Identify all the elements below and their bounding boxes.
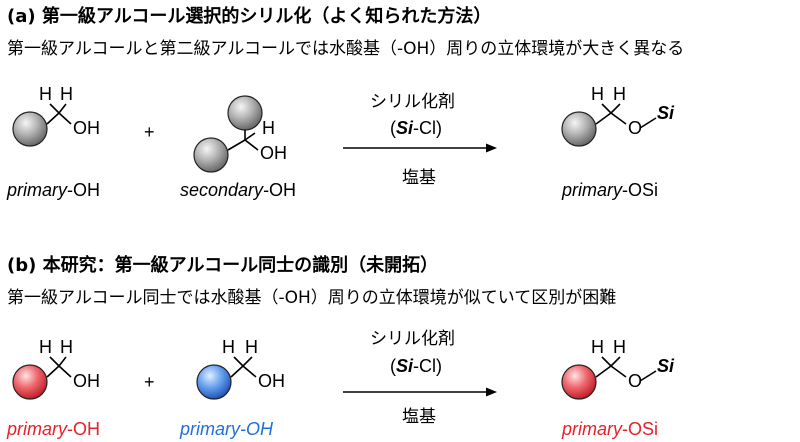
section-b-subtitle: 第一級アルコール同士では水酸基（-OH）周りの立体環境が似ていて区別が困難 xyxy=(7,288,617,308)
reactant2-a-oh: OH xyxy=(260,143,287,163)
product-a-h1: H xyxy=(591,84,604,104)
product-sphere-b xyxy=(561,364,597,400)
reagent-a-bottom: 塩基 xyxy=(402,168,436,188)
product-sphere-a xyxy=(561,111,597,147)
reactant1-b-h2: H xyxy=(60,337,73,357)
reagent-b-si: Si xyxy=(396,356,414,376)
product-a-o: O xyxy=(628,118,643,138)
section-b-label: (b) xyxy=(7,255,37,276)
product-bonds-a xyxy=(595,103,657,129)
reagent-a-paren: ( xyxy=(390,118,396,138)
reactant2-b-h1: H xyxy=(222,337,235,357)
reactant2-b-oh: OH xyxy=(258,371,285,391)
reactant2-a-label-suffix: -OH xyxy=(263,180,297,200)
reactant2-sphere-top-a xyxy=(227,95,263,131)
reactant2-bonds-b xyxy=(230,356,257,378)
reactant1-bonds-a xyxy=(46,103,72,125)
section-b-title: 本研究：第一級アルコール同士の識別（未開拓） xyxy=(42,255,439,276)
section-a-label: (a) xyxy=(7,6,36,27)
reagent-b-cl: -Cl) xyxy=(413,356,443,376)
section-a-heading: (a) 第一級アルコール選択的シリル化（よく知られた方法） xyxy=(7,2,491,28)
product-b-label-suffix: -OSi xyxy=(622,419,659,439)
reactant1-a-oh: OH xyxy=(73,118,100,138)
section-a-subtitle: 第一級アルコールと第二級アルコールでは水酸基（-OH）周りの立体環境が大きく異な… xyxy=(7,39,685,59)
product-b-h1: H xyxy=(591,337,604,357)
product-a-si: Si xyxy=(657,103,675,123)
reagent-b-bottom: 塩基 xyxy=(402,407,436,427)
plus-sign-a: + xyxy=(144,122,155,142)
reactant1-bonds-b xyxy=(46,356,72,378)
reactant1-a-label-italic: primary xyxy=(7,180,68,200)
product-a-label-italic: primary xyxy=(562,180,623,200)
reaction-arrow-a xyxy=(343,143,497,153)
reactant1-a-label-suffix: -OH xyxy=(67,180,101,200)
product-bonds-b xyxy=(595,356,657,382)
reactant1-sphere-a xyxy=(12,111,48,147)
reactant2-sphere-bottom-a xyxy=(193,137,229,173)
reactant1-b-label: primary-OH xyxy=(7,419,100,440)
product-b-o: O xyxy=(628,371,643,391)
reactant1-sphere-b xyxy=(12,364,48,400)
reagent-a-si: Si xyxy=(396,118,414,138)
product-b-label: primary-OSi xyxy=(562,419,658,440)
product-a-label: primary-OSi xyxy=(562,180,658,201)
reactant2-sphere-b xyxy=(196,364,232,400)
reactant2-a-label: secondary-OH xyxy=(180,180,296,201)
reactant2-b-h2: H xyxy=(245,337,258,357)
reactant1-b-oh: OH xyxy=(73,371,100,391)
reactant1-b-h1: H xyxy=(39,337,52,357)
reactant2-a-label-italic: secondary xyxy=(180,180,264,200)
section-b-heading: (b) 本研究：第一級アルコール同士の識別（未開拓） xyxy=(7,251,438,277)
reactant2-bonds-a xyxy=(227,130,259,151)
reagent-b-top: シリル化剤 xyxy=(370,329,455,349)
product-a-label-suffix: -OSi xyxy=(622,180,659,200)
reagent-a-top: シリル化剤 xyxy=(370,92,455,112)
product-a-h2: H xyxy=(613,84,626,104)
reactant1-b-label-italic: primary xyxy=(7,419,68,439)
reagent-a-cl: -Cl) xyxy=(413,118,443,138)
reactant2-b-label: primary-OH xyxy=(180,419,273,439)
section-a-title: 第一級アルコール選択的シリル化（よく知られた方法） xyxy=(41,6,492,27)
reactant2-a-h: H xyxy=(262,118,275,138)
reactant1-a-h2: H xyxy=(60,84,73,104)
reagent-b-formula: (Si-Cl) xyxy=(390,356,442,377)
reactant1-b-label-suffix: -OH xyxy=(67,419,101,439)
reactant1-a-h1: H xyxy=(39,84,52,104)
product-b-si: Si xyxy=(657,356,675,376)
reactant1-a-label: primary-OH xyxy=(7,180,100,201)
reaction-arrow-b xyxy=(343,387,497,397)
reagent-b-paren: ( xyxy=(390,356,396,376)
reagent-a-formula: (Si-Cl) xyxy=(390,118,442,139)
product-b-label-italic: primary xyxy=(562,419,623,439)
plus-sign-b: + xyxy=(144,372,155,392)
product-b-h2: H xyxy=(613,337,626,357)
